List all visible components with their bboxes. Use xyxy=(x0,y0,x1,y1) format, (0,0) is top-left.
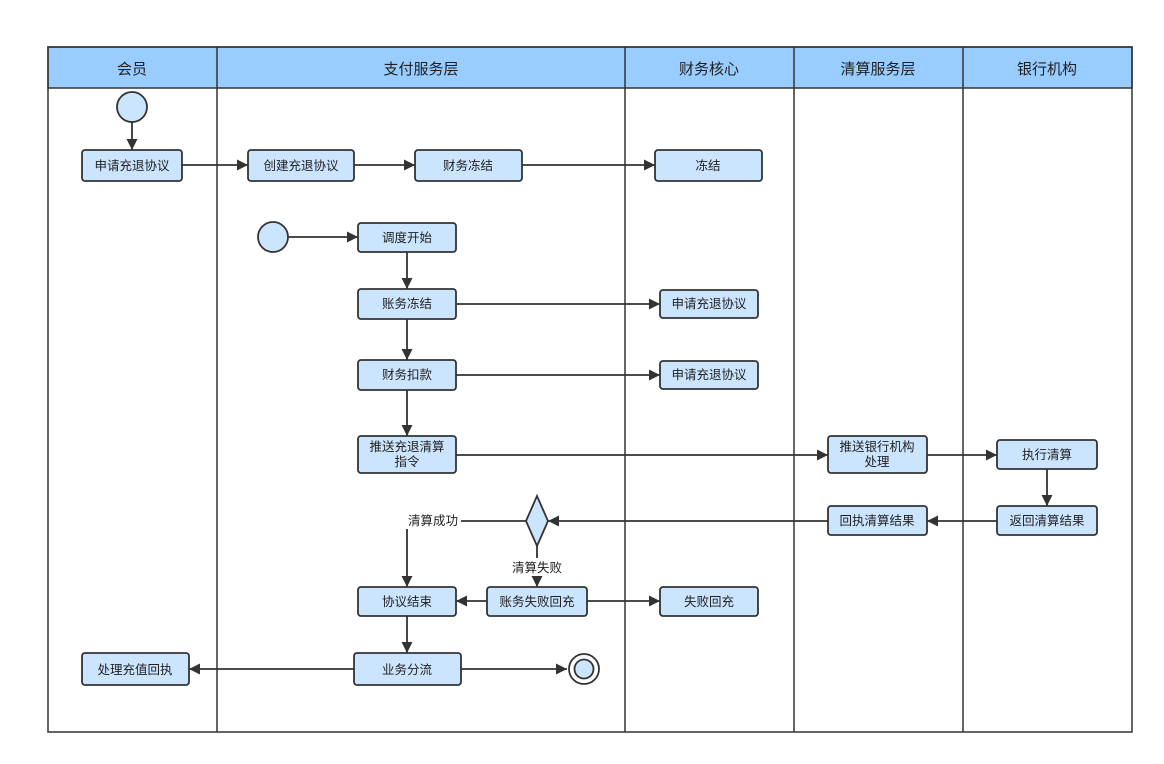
node-schedule-start: 调度开始 xyxy=(357,222,457,253)
edge-clearing-success xyxy=(401,520,526,587)
node-finance-freeze: 财务冻结 xyxy=(414,149,523,182)
node-execute-clearing: 执行清算 xyxy=(996,439,1098,470)
node-box xyxy=(827,505,928,536)
node-push-refund-clearing: 推送充退清算 指令 xyxy=(357,435,457,474)
lane-outer-border xyxy=(47,46,1133,733)
node-box xyxy=(357,288,457,320)
end-node-inner xyxy=(573,658,595,680)
node-label: 财务冻结 xyxy=(443,158,493,173)
node-label: 财务扣款 xyxy=(382,367,433,382)
node-finance-apply-refund-2: 申请充退协议 xyxy=(659,360,759,390)
node-label-line2: 指令 xyxy=(394,454,420,469)
node-box xyxy=(414,149,523,182)
node-box xyxy=(996,505,1098,536)
node-box xyxy=(654,149,763,182)
node-finance-apply-refund-1: 申请充退协议 xyxy=(659,289,759,319)
node-label: 业务分流 xyxy=(382,662,433,677)
node-box xyxy=(357,435,457,474)
edge-label-clearing-success: 清算成功 xyxy=(408,513,458,528)
node-box xyxy=(81,149,183,182)
edge-label-background xyxy=(508,558,566,576)
node-box xyxy=(659,360,759,390)
lane-headers: 会员 支付服务层 财务核心 清算服务层 银行机构 xyxy=(47,46,1133,89)
node-box xyxy=(357,222,457,253)
edges xyxy=(126,122,1053,675)
node-label-line1: 推送银行机构 xyxy=(839,439,914,454)
node-box xyxy=(486,586,588,617)
node-freeze: 冻结 xyxy=(654,149,763,182)
start-node xyxy=(116,91,148,123)
node-business-split: 业务分流 xyxy=(353,652,462,686)
node-box xyxy=(353,652,462,686)
node-label: 失败回充 xyxy=(684,594,734,609)
node-box xyxy=(357,359,457,391)
node-label: 返回清算结果 xyxy=(1009,513,1085,528)
lane-header-payment-service: 支付服务层 xyxy=(383,60,458,78)
node-label: 回执清算结果 xyxy=(839,513,915,528)
node-label-line1: 推送充退清算 xyxy=(369,439,444,454)
node-label: 账务冻结 xyxy=(382,296,432,311)
node-receipt-clearing-result: 回执清算结果 xyxy=(827,505,928,536)
node-agreement-end: 协议结束 xyxy=(357,586,457,617)
lane-header-finance-core: 财务核心 xyxy=(679,60,739,78)
node-label-line2: 处理 xyxy=(864,454,890,469)
decision-node xyxy=(525,493,549,549)
node-box xyxy=(81,652,190,686)
node-create-refund-agreement: 创建充退协议 xyxy=(247,149,355,182)
node-box xyxy=(827,435,928,474)
node-box xyxy=(996,439,1098,470)
node-account-fail-refill: 账务失败回充 xyxy=(486,586,588,617)
node-handle-refill-receipt: 处理充值回执 xyxy=(81,652,190,686)
node-return-clearing-result: 返回清算结果 xyxy=(996,505,1098,536)
edge-label-background xyxy=(405,512,461,529)
node-label: 执行清算 xyxy=(1022,447,1072,462)
node-finance-deduct: 财务扣款 xyxy=(357,359,457,391)
node-apply-refund-agreement: 申请充退协议 xyxy=(81,149,183,182)
lane-header-clearing-service: 清算服务层 xyxy=(840,60,915,78)
node-box xyxy=(659,289,759,319)
node-account-freeze: 账务冻结 xyxy=(357,288,457,320)
node-label: 申请充退协议 xyxy=(671,296,747,311)
lane-header-member: 会员 xyxy=(117,60,147,78)
lane-header-bank: 银行机构 xyxy=(1017,60,1077,78)
node-box xyxy=(357,586,457,617)
activity-nodes: 申请充退协议 创建充退协议 财务冻结 冻结 调度开始 账务冻结 申请充退协议 xyxy=(81,149,1098,686)
edge-label-clearing-fail: 清算失败 xyxy=(512,560,563,575)
node-label: 账务失败回充 xyxy=(499,594,574,609)
node-fail-refill: 失败回充 xyxy=(659,586,759,617)
edge-labels: 清算成功 清算失败 xyxy=(405,512,566,576)
node-label: 创建充退协议 xyxy=(263,158,339,173)
node-label: 申请充退协议 xyxy=(94,158,170,173)
control-nodes xyxy=(116,91,600,685)
node-label: 处理充值回执 xyxy=(97,662,173,677)
node-label: 申请充退协议 xyxy=(671,367,747,382)
start-node-schedule xyxy=(257,221,289,253)
node-box xyxy=(659,586,759,617)
node-box xyxy=(247,149,355,182)
node-label: 冻结 xyxy=(695,158,720,173)
lane-frame xyxy=(47,46,1133,733)
lane-header-band xyxy=(47,46,1133,89)
node-label: 协议结束 xyxy=(382,594,433,609)
node-push-bank: 推送银行机构 处理 xyxy=(827,435,928,474)
node-label: 调度开始 xyxy=(382,230,433,245)
